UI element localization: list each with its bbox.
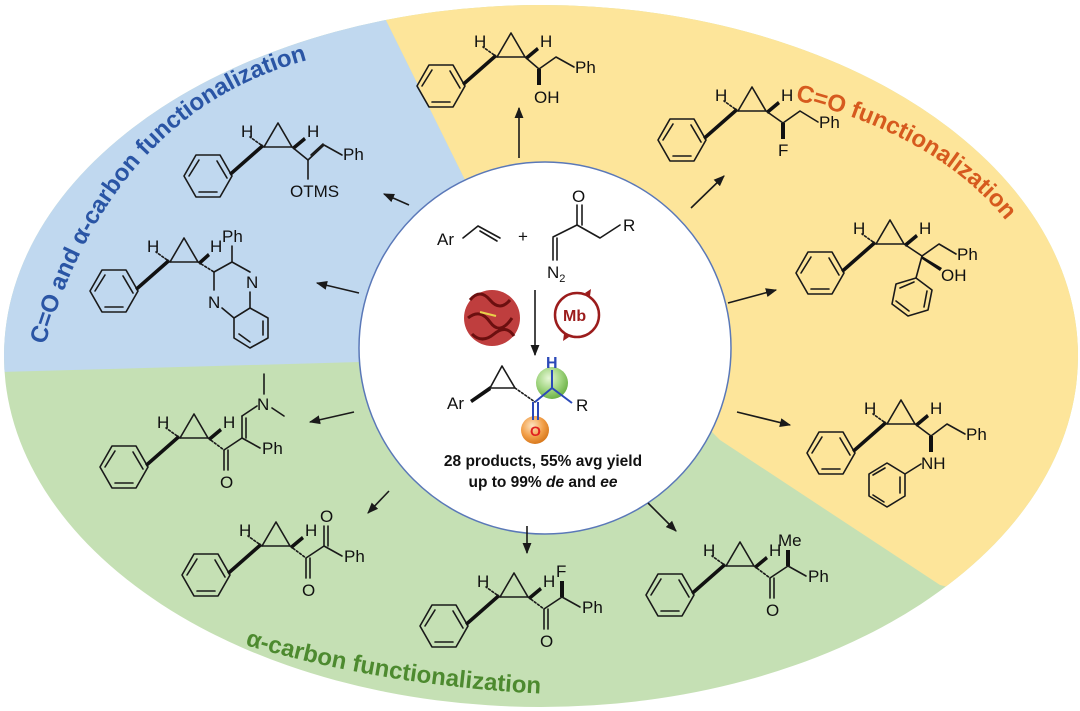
svg-text:H: H xyxy=(147,237,159,256)
product-fluoroketone: H H O F Ph xyxy=(419,562,603,651)
svg-text:F: F xyxy=(556,562,566,581)
product-h: H xyxy=(546,355,558,372)
product-methylketone: H H O Me Ph xyxy=(645,531,829,620)
arrow-to-quinoxaline xyxy=(315,280,360,294)
svg-text:H: H xyxy=(781,86,793,105)
svg-text:H: H xyxy=(769,541,781,560)
svg-text:O: O xyxy=(540,632,553,651)
arrow-to-diketone xyxy=(367,490,390,514)
svg-text:H: H xyxy=(210,237,222,256)
product-tertiary-alcohol: H H OH Ph xyxy=(795,219,978,317)
product-r: R xyxy=(576,396,588,415)
product-silyl-enol-ether: H H OTMS Ph xyxy=(183,122,364,201)
svg-text:OH: OH xyxy=(534,88,560,107)
arrow-to-silyl-enol-ether xyxy=(382,193,410,206)
svg-text:Ph: Ph xyxy=(957,245,978,264)
myoglobin-structure-icon xyxy=(464,290,520,346)
svg-text:N: N xyxy=(246,273,258,292)
svg-text:Ph: Ph xyxy=(262,439,283,458)
summary-line-1: 28 products, 55% avg yield xyxy=(444,453,642,470)
mb-label: Mb xyxy=(563,308,586,325)
svg-text:Ph: Ph xyxy=(819,113,840,132)
center-circle xyxy=(358,161,732,535)
product-fluoride: H H F Ph xyxy=(657,86,840,162)
ketone-r: R xyxy=(623,216,635,235)
svg-text:Ph: Ph xyxy=(808,567,829,586)
svg-text:Ph: Ph xyxy=(966,425,987,444)
svg-text:H: H xyxy=(930,399,942,418)
svg-text:H: H xyxy=(715,86,727,105)
svg-text:H: H xyxy=(474,32,486,51)
svg-text:H: H xyxy=(540,32,552,51)
product-diketone: H H O O Ph xyxy=(181,507,365,600)
arrow-to-methylketone xyxy=(647,502,677,532)
mb-catalyst-icon: Mb xyxy=(553,289,601,341)
svg-text:H: H xyxy=(239,521,251,540)
plus-sign: + xyxy=(518,227,528,246)
product-o: O xyxy=(530,423,541,439)
arrow-to-fluoride xyxy=(690,175,725,209)
svg-text:O: O xyxy=(220,473,233,492)
svg-text:H: H xyxy=(157,413,169,432)
svg-text:F: F xyxy=(778,141,788,160)
svg-text:H: H xyxy=(223,413,235,432)
svg-text:Ph: Ph xyxy=(575,58,596,77)
reactant-ar: Ar xyxy=(437,230,454,249)
summary-line-2: up to 99% de and ee xyxy=(468,474,617,491)
sector-yellow xyxy=(376,5,1078,620)
svg-text:Ph: Ph xyxy=(343,145,364,164)
svg-text:H: H xyxy=(853,219,865,238)
product-alcohol: H H OH Ph xyxy=(416,32,596,108)
svg-text:H: H xyxy=(703,541,715,560)
svg-text:H: H xyxy=(864,399,876,418)
arrow-to-amine xyxy=(736,411,792,427)
arrow-to-enaminone xyxy=(308,411,355,425)
svg-text:N: N xyxy=(257,395,269,414)
ketone-oxygen: O xyxy=(572,187,585,206)
svg-text:OH: OH xyxy=(941,266,967,285)
product-enaminone: H H O N Ph xyxy=(99,373,285,492)
svg-text:H: H xyxy=(919,219,931,238)
svg-text:H: H xyxy=(307,122,319,141)
svg-text:H: H xyxy=(305,521,317,540)
svg-text:Ph: Ph xyxy=(582,598,603,617)
svg-text:H: H xyxy=(241,122,253,141)
diazo-n: N2 xyxy=(547,263,565,285)
product-ar: Ar xyxy=(447,394,464,413)
arrow-to-tertiary-alcohol xyxy=(727,288,778,304)
svg-text:Me: Me xyxy=(778,531,802,550)
svg-text:O: O xyxy=(766,601,779,620)
svg-text:NH: NH xyxy=(921,454,946,473)
svg-text:Ph: Ph xyxy=(222,227,243,246)
svg-text:N: N xyxy=(208,293,220,312)
svg-text:H: H xyxy=(543,572,555,591)
svg-text:O: O xyxy=(320,507,333,526)
center-reaction: Ar + O R N2 Mb Ar xyxy=(437,187,642,491)
arrow-group xyxy=(308,106,792,555)
product-quinoxaline: H H Ph N N xyxy=(89,227,269,349)
product-amine: H H NH Ph xyxy=(806,399,987,508)
svg-text:O: O xyxy=(302,581,315,600)
svg-text:H: H xyxy=(477,572,489,591)
svg-text:Ph: Ph xyxy=(344,547,365,566)
svg-text:OTMS: OTMS xyxy=(290,182,339,201)
